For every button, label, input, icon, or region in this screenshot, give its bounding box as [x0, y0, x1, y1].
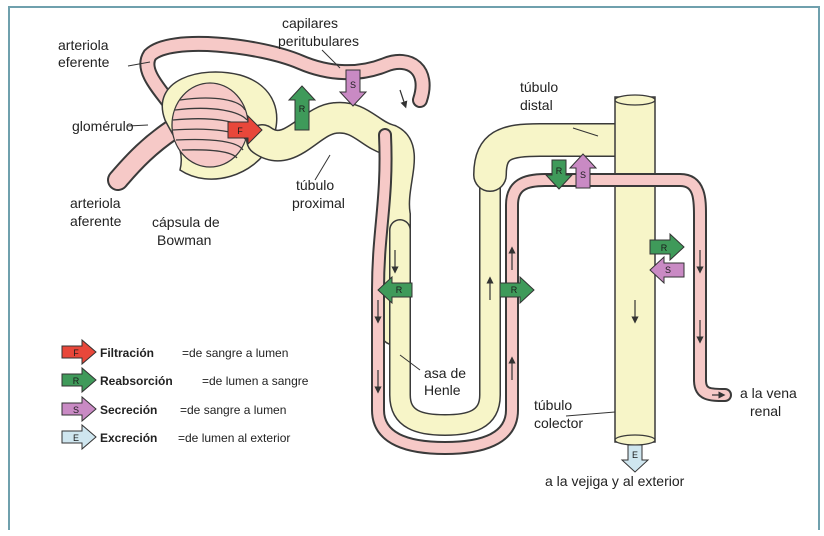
svg-text:R: R — [511, 285, 518, 295]
svg-text:Reabsorción: Reabsorción — [100, 374, 173, 388]
svg-text:E: E — [73, 433, 79, 443]
svg-text:=de sangre a lumen: =de sangre a lumen — [180, 403, 286, 417]
label-vena-renal: a la vena renal — [740, 385, 801, 419]
svg-text:S: S — [73, 405, 79, 415]
svg-text:Secreción: Secreción — [100, 403, 157, 417]
legend-item-filtracion: F Filtración =de sangre a lumen — [62, 340, 288, 364]
svg-text:Excreción: Excreción — [100, 431, 157, 445]
svg-text:F: F — [237, 126, 243, 136]
svg-text:=de lumen a sangre: =de lumen a sangre — [202, 374, 309, 388]
label-arteriola-eferente: arteriola eferente — [58, 37, 112, 70]
svg-text:=de lumen al exterior: =de lumen al exterior — [178, 431, 290, 445]
svg-text:R: R — [73, 376, 80, 386]
excretion-arrow: E — [622, 445, 648, 472]
label-asa-henle: asa de Henle — [424, 365, 470, 398]
svg-text:S: S — [665, 265, 671, 275]
svg-text:S: S — [350, 80, 356, 90]
label-arteriola-aferente: arteriola aferente — [70, 195, 124, 229]
label-capsula: cápsula de Bowman — [152, 214, 224, 248]
svg-text:F: F — [73, 348, 79, 358]
label-tubulo-proximal: túbulo proximal — [292, 177, 345, 211]
svg-text:S: S — [580, 170, 586, 180]
svg-text:R: R — [661, 243, 668, 253]
svg-text:R: R — [299, 104, 306, 114]
label-tubulo-colector: túbulo colector — [534, 397, 583, 431]
label-vejiga: a la vejiga y al exterior — [545, 473, 685, 489]
legend-item-secrecion: S Secreción =de sangre a lumen — [62, 397, 286, 421]
label-glomerulo: glomérulo — [72, 118, 134, 134]
legend-item-reabsorcion: R Reabsorción =de lumen a sangre — [62, 368, 309, 392]
legend: F Filtración =de sangre a lumen R Reabso… — [62, 340, 309, 449]
label-tubulo-distal: túbulo distal — [520, 79, 562, 113]
collecting-duct — [615, 97, 655, 442]
label-capilares: capilares peritubulares — [278, 15, 359, 49]
svg-text:E: E — [632, 450, 638, 460]
legend-item-excrecion: E Excreción =de lumen al exterior — [62, 425, 290, 449]
svg-text:=de sangre a lumen: =de sangre a lumen — [182, 346, 288, 360]
svg-text:R: R — [396, 285, 403, 295]
svg-text:R: R — [556, 166, 563, 176]
svg-text:Filtración: Filtración — [100, 346, 154, 360]
